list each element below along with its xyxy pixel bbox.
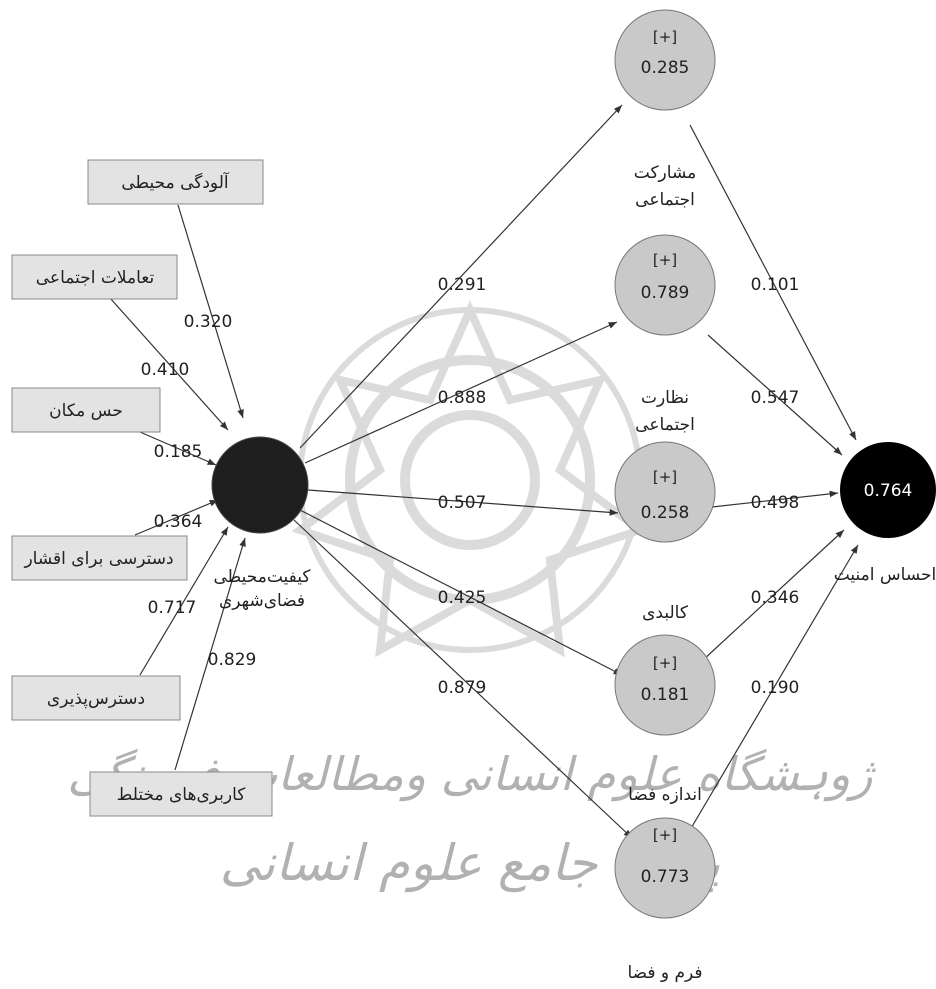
mediator-label-line1: کالبدی — [642, 603, 689, 623]
mediator-marker: [+] — [653, 468, 677, 486]
coefficient-label: 0.879 — [438, 678, 487, 698]
coefficient-label: 0.190 — [751, 678, 800, 698]
coefficient-label: 0.291 — [438, 275, 487, 295]
central-label-line1: کیفیت‌محیطی — [214, 567, 312, 587]
indicator-box: کاربری‌های مختلط — [89, 771, 273, 817]
coefficient-labels: 0.320 0.410 0.185 0.364 0.717 0.829 0.29… — [141, 275, 800, 698]
indicator-label: آلودگی محیطی — [121, 171, 230, 193]
indicator-boxes: آلودگی محیطی تعاملات اجتماعی حس مکان دست… — [11, 159, 273, 817]
coefficient-label: 0.498 — [751, 493, 800, 513]
mediator-node: [+] 0.181 اندازه فضا — [614, 634, 716, 805]
mediator-marker: [+] — [653, 28, 677, 46]
coefficient-label: 0.888 — [438, 388, 487, 408]
indicator-label: دسترسی برای اقشار — [23, 549, 173, 569]
mediator-label-line2: اجتماعی — [635, 190, 695, 210]
mediator-label-line1: فرم و فضا — [627, 963, 702, 983]
central-node: کیفیت‌محیطی فضای‌شهری — [211, 436, 312, 611]
indicator-label: دسترس‌پذیری — [47, 689, 145, 709]
coefficient-label: 0.547 — [751, 388, 800, 408]
indicator-label: کاربری‌های مختلط — [117, 785, 247, 805]
mediator-r2: 0.789 — [641, 283, 690, 303]
coefficient-label: 0.346 — [751, 588, 800, 608]
mediator-r2: 0.181 — [641, 685, 690, 705]
mediator-marker: [+] — [653, 826, 677, 844]
coefficient-label: 0.101 — [751, 275, 800, 295]
mediator-r2: 0.258 — [641, 503, 690, 523]
outcome-arrows — [689, 124, 859, 831]
mediator-node: [+] 0.258 کالبدی — [614, 441, 716, 623]
mediator-node: [+] 0.285 مشارکت اجتماعی — [614, 9, 716, 210]
central-arrows — [293, 104, 633, 839]
indicator-box: حس مکان — [11, 387, 161, 433]
watermark-emblem-icon — [291, 300, 649, 658]
coefficient-label: 0.425 — [438, 588, 487, 608]
coefficient-label: 0.185 — [154, 442, 203, 462]
indicator-arrows — [109, 204, 246, 771]
mediator-marker: [+] — [653, 654, 677, 672]
central-label-line2: فضای‌شهری — [219, 591, 305, 611]
outcome-label: احساس امنیت — [834, 565, 936, 585]
mediator-label-line1: نظارت — [641, 388, 689, 408]
coefficient-label: 0.364 — [154, 512, 203, 532]
indicator-box: تعاملات اجتماعی — [11, 254, 178, 300]
mediator-label-line2: اجتماعی — [635, 415, 695, 435]
indicator-label: تعاملات اجتماعی — [36, 268, 155, 288]
outcome-r2: 0.764 — [864, 481, 913, 501]
indicator-label: حس مکان — [49, 401, 123, 421]
mediator-nodes: [+] 0.285 مشارکت اجتماعی [+] 0.789 نظارت… — [614, 9, 716, 983]
mediator-r2: 0.285 — [641, 58, 690, 78]
coefficient-label: 0.410 — [141, 360, 190, 380]
mediator-marker: [+] — [653, 251, 677, 269]
mediator-r2: 0.773 — [641, 867, 690, 887]
coefficient-label: 0.717 — [148, 598, 197, 618]
mediator-node: [+] 0.773 فرم و فضا — [614, 817, 716, 983]
mediator-label-line1: مشارکت — [634, 163, 696, 183]
outcome-node: 0.764 احساس امنیت — [834, 442, 936, 585]
coefficient-label: 0.507 — [438, 493, 487, 513]
mediator-node: [+] 0.789 نظارت اجتماعی — [614, 234, 716, 435]
indicator-box: دسترس‌پذیری — [11, 675, 181, 721]
coefficient-label: 0.829 — [208, 650, 257, 670]
indicator-box: آلودگی محیطی — [87, 159, 264, 205]
mediator-label-line1: اندازه فضا — [628, 785, 702, 805]
indicator-box: دسترسی برای اقشار — [11, 535, 188, 581]
coefficient-label: 0.320 — [184, 312, 233, 332]
